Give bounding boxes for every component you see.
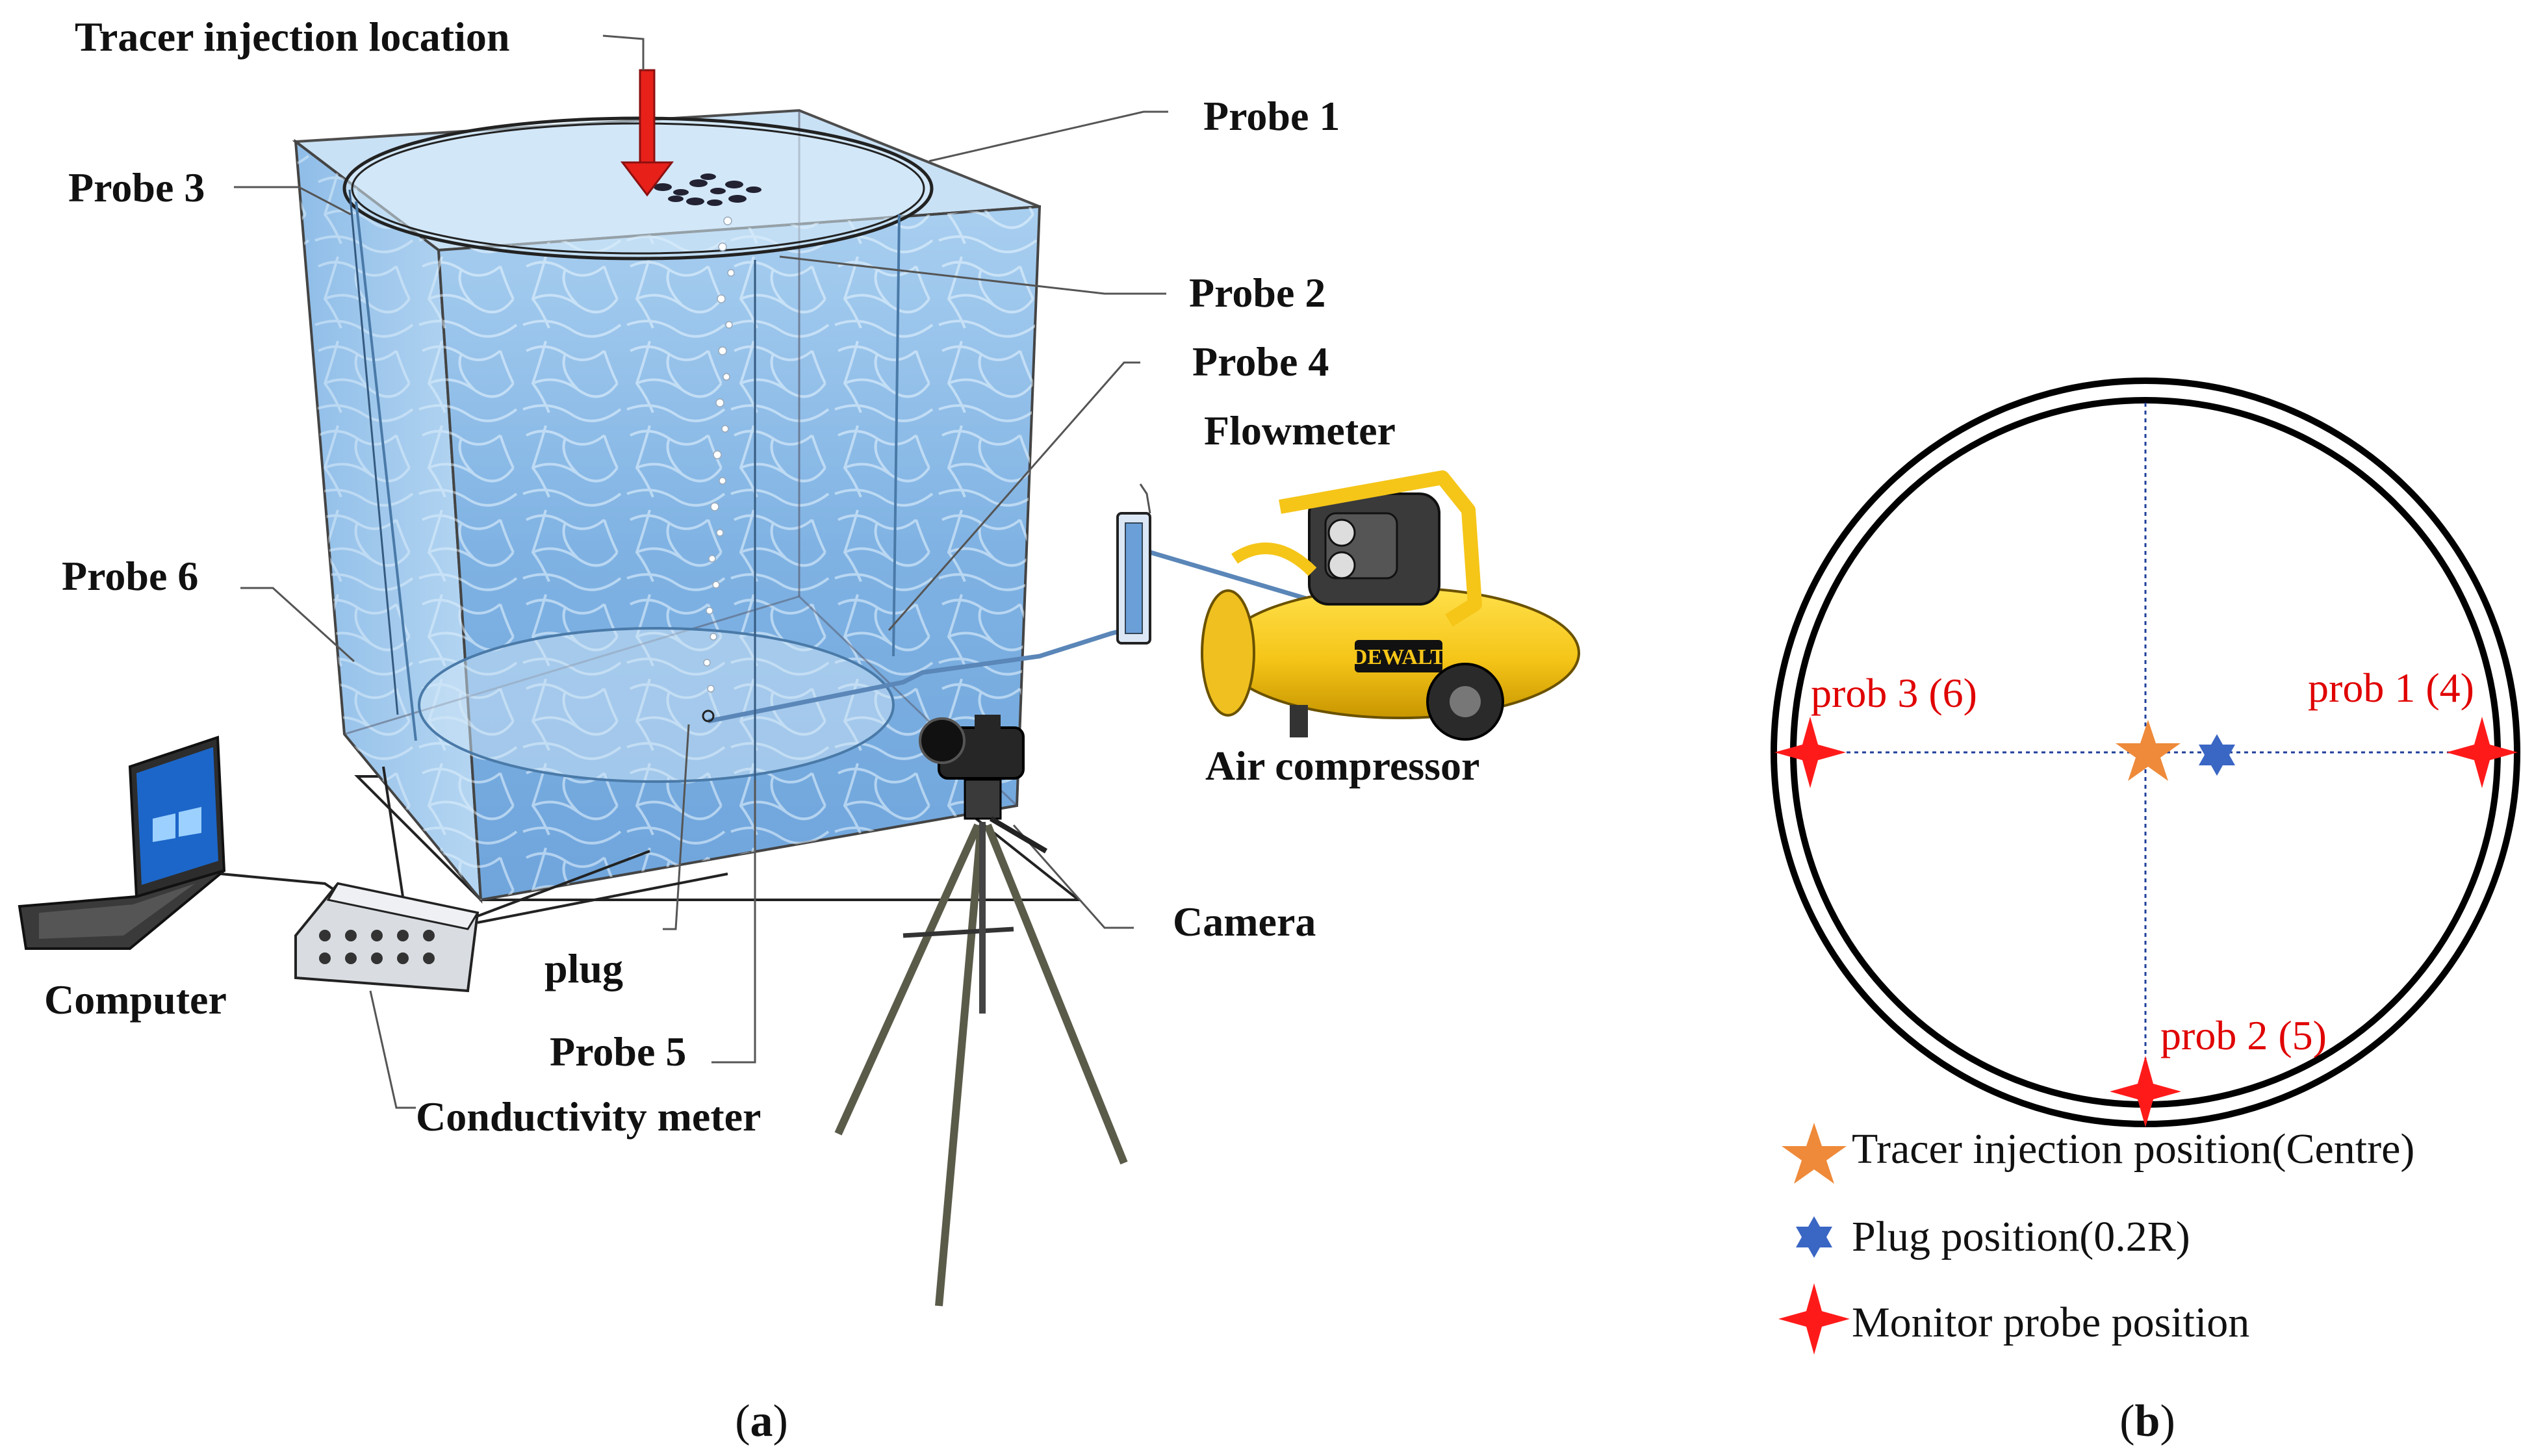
legend-red-star-icon	[1778, 1283, 1850, 1355]
probe-marker-3	[1774, 717, 1846, 788]
bubble-column	[703, 216, 735, 693]
tracer-particles	[654, 173, 761, 206]
air-compressor: DEWALT	[1201, 470, 1580, 741]
leader-lines	[234, 34, 1168, 1109]
probe-marker-1	[2446, 717, 2518, 788]
legend-text-tracer: Tracer injection position(Centre)	[1852, 1125, 2414, 1173]
tank-front-caustics	[439, 207, 1040, 900]
tracer-star	[2116, 720, 2181, 781]
probe-rod-3	[348, 189, 399, 715]
panel-a: DEWALT	[18, 14, 1580, 1446]
label-air-compressor: Air compressor	[1205, 743, 1479, 789]
probe-label-3: prob 3 (6)	[1811, 670, 1977, 716]
cylinder-top	[342, 116, 934, 261]
label-probe-3: Probe 3	[68, 164, 205, 211]
label-probe-2: Probe 2	[1189, 270, 1325, 316]
camera-tripod	[834, 715, 1128, 1307]
label-probe-1: Probe 1	[1203, 93, 1340, 139]
compressor-hose	[1149, 550, 1326, 607]
flowmeter	[1116, 483, 1151, 645]
plug-marker	[702, 709, 715, 722]
caption-b: (b)	[2119, 1396, 2175, 1446]
cylinder-right-wall	[892, 214, 901, 657]
brand-text: DEWALT	[1351, 645, 1446, 669]
label-conductivity-meter: Conductivity meter	[416, 1093, 761, 1140]
probe-marker-2	[2110, 1056, 2181, 1127]
probe-label-2: prob 2 (5)	[2160, 1012, 2327, 1058]
conductivity-meter	[294, 766, 728, 993]
caption-a: (a)	[735, 1396, 788, 1446]
legend: Tracer injection position(Centre) Plug p…	[1778, 1123, 2414, 1355]
legend-orange-star-icon	[1782, 1123, 1847, 1184]
label-tracer-injection: Tracer injection location	[75, 14, 509, 60]
cylinder-left-wall	[355, 201, 417, 741]
label-probe-4: Probe 4	[1192, 338, 1329, 385]
legend-text-probe: Monitor probe position	[1852, 1299, 2249, 1346]
panel-b: prob 3 (6) prob 1 (4) prob 2 (5) Tracer …	[1771, 377, 2520, 1446]
probe-label-1: prob 1 (4)	[2308, 665, 2474, 711]
laptop	[18, 735, 355, 950]
legend-blue-hexagram-icon	[1796, 1216, 1832, 1258]
legend-text-plug: Plug position(0.2R)	[1852, 1213, 2190, 1260]
label-computer: Computer	[44, 977, 227, 1023]
label-probe-5: Probe 5	[550, 1028, 686, 1075]
cylinder-top-inner	[351, 122, 925, 255]
air-line	[708, 628, 1125, 724]
label-probe-6: Probe 6	[62, 553, 198, 599]
label-flowmeter: Flowmeter	[1204, 407, 1396, 453]
label-plug: plug	[544, 945, 623, 991]
tracer-arrow	[620, 69, 674, 197]
label-camera: Camera	[1173, 899, 1316, 945]
plug-hexagram	[2199, 734, 2235, 776]
cylinder-bottom	[418, 627, 895, 783]
